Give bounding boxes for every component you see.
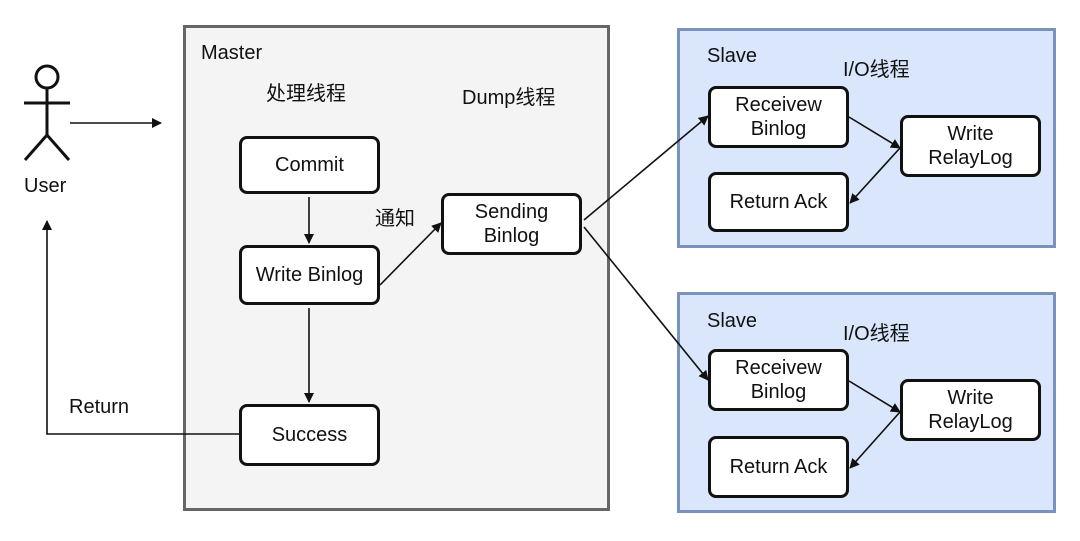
- slave-2-write-to-ack-arrow: [849, 411, 901, 469]
- slave-1-write-relaylog-node: Write RelayLog: [900, 115, 1041, 177]
- commit-node: Commit: [239, 136, 380, 194]
- slave-2-receive-to-write-arrow: [848, 380, 901, 413]
- user-label: User: [24, 175, 67, 197]
- slave-2-title: Slave: [707, 310, 758, 332]
- slave-2-write-relaylog-node: Write RelayLog: [900, 379, 1041, 441]
- slave-1-receive-to-write-arrow: [848, 116, 901, 149]
- process-thread-label: 处理线程: [266, 83, 346, 105]
- slave-1-io-thread-label: I/O线程: [843, 59, 910, 81]
- return-label: Return: [69, 396, 130, 418]
- slave-1-return-ack-node: Return Ack: [708, 172, 849, 232]
- slave-2-receive-binlog-node: Receivew Binlog: [708, 349, 849, 411]
- sending-binlog-node: Sending Binlog: [441, 193, 582, 255]
- slave-2-io-thread-label: I/O线程: [843, 323, 910, 345]
- notify-label: 通知: [375, 208, 415, 230]
- success-node: Success: [239, 404, 380, 466]
- slave-1-write-to-ack-arrow: [849, 147, 901, 204]
- write-binlog-node: Write Binlog: [239, 245, 380, 305]
- notify-arrow: [379, 222, 442, 286]
- send-to-slave-1-arrow: [583, 115, 709, 221]
- return-to-user-arrow: [42, 220, 239, 435]
- dump-thread-label: Dump线程: [462, 87, 556, 109]
- slave-2-return-ack-node: Return Ack: [708, 436, 849, 498]
- slave-1-receive-binlog-node: Receivew Binlog: [708, 86, 849, 148]
- slave-1-title: Slave: [707, 45, 758, 67]
- send-to-slave-2-arrow: [583, 226, 709, 381]
- master-title: Master: [201, 42, 263, 64]
